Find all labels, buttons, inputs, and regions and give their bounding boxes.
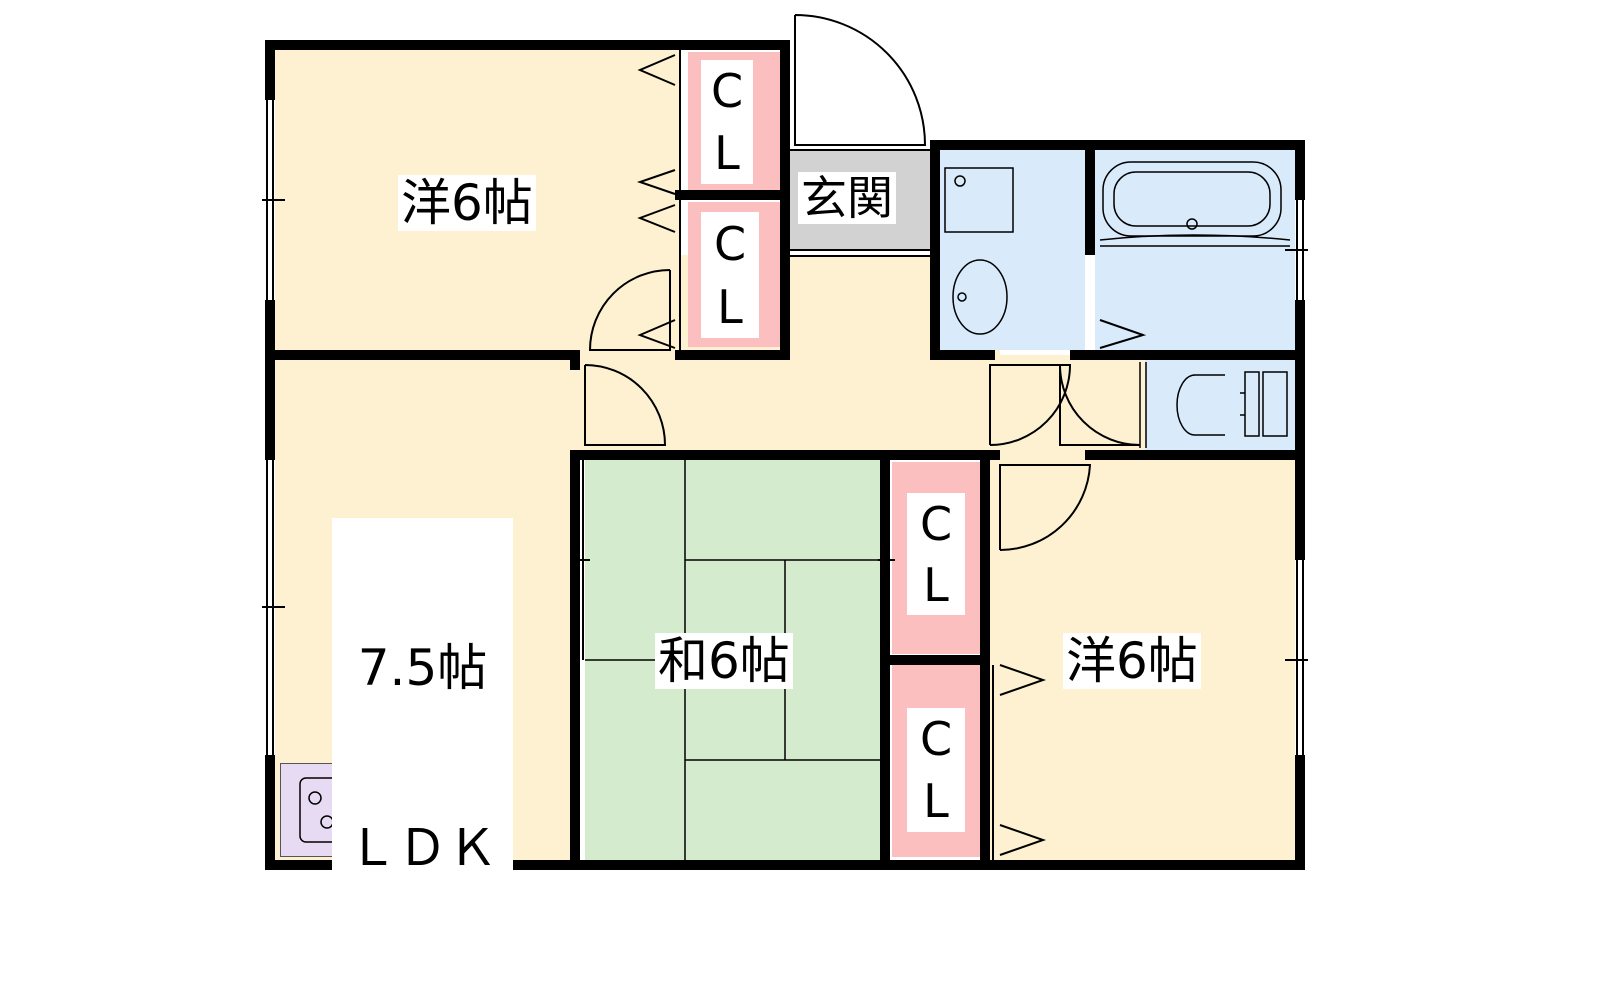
- western-room-top-label: 洋6帖: [398, 175, 536, 231]
- door-swings: [584, 14, 1141, 552]
- plan-linework: [262, 14, 1308, 870]
- closet-label-bottom: C L: [907, 708, 965, 832]
- closet-label-l: L: [923, 774, 949, 828]
- closet-label-top-1: C L: [701, 60, 753, 184]
- closet-label-c: C: [713, 216, 747, 271]
- closet-label-mid: C L: [907, 493, 965, 615]
- entrance-steps: [790, 149, 930, 257]
- closet-label-c: C: [710, 64, 744, 118]
- closet-label-top-2: C L: [701, 212, 759, 338]
- closet-label-l: L: [923, 557, 949, 612]
- ldk-type-text: ＬＤＫ: [347, 819, 498, 877]
- closet-frames: [679, 50, 994, 860]
- floor-plan: 洋6帖 洋6帖 和6帖 7.5帖 ＬＤＫ 玄関 C L C L C L C L: [262, 14, 1308, 877]
- bath-room: [1095, 150, 1295, 350]
- ldk-area-text: 7.5帖: [357, 639, 488, 697]
- ldk-label: 7.5帖 ＬＤＫ: [332, 518, 513, 998]
- folding-doors: [636, 54, 1147, 856]
- closet-label-l: L: [714, 126, 740, 180]
- windows: [262, 95, 1308, 760]
- closet-label-c: C: [919, 496, 953, 551]
- western-room-right-label: 洋6帖: [1063, 633, 1201, 689]
- hallway-upper: [785, 255, 935, 355]
- entrance-label: 玄関: [798, 172, 896, 224]
- closet-label-c: C: [919, 712, 953, 766]
- closet-label-l: L: [717, 279, 743, 334]
- japanese-room-label: 和6帖: [655, 633, 793, 689]
- toilet-fixtures: [944, 167, 1014, 335]
- washbasin: [1139, 362, 1288, 448]
- hallway-right: [985, 355, 1145, 455]
- bathtub: [1099, 161, 1291, 247]
